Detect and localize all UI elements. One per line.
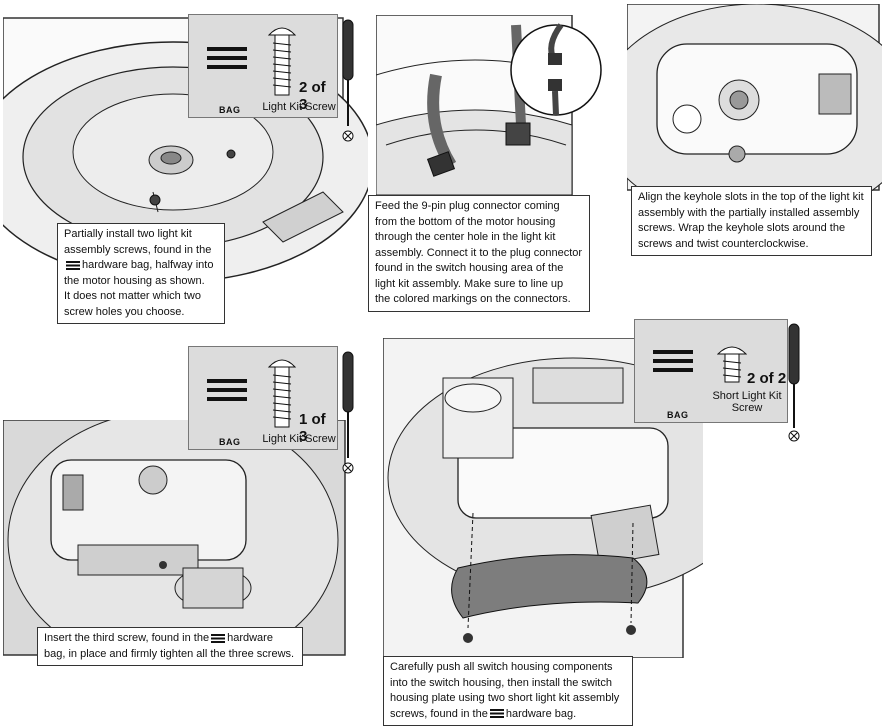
hardware-badge-light-kit-screw: BAG 2 of 3 Light Kit Screw [188,14,338,118]
screw-count: 1 of 3 [299,411,326,445]
step-connect-plug-illustration [376,15,611,200]
bag-label: BAG [667,410,689,420]
part-name: Light Kit Screw [262,433,336,445]
screw-icon [267,359,297,428]
step-align-keyhole-illustration [627,4,882,194]
bag-label: BAG [219,105,241,115]
step-switch-housing-illustration [383,338,703,658]
step-switch-housing-caption: Carefully push all switch housing compon… [383,656,633,726]
hardware-bag-icon [653,350,693,377]
short-screw-icon [717,346,747,383]
screwdriver-icon [342,351,354,474]
hardware-bag-icon [489,709,504,719]
step-third-screw-illustration [3,420,348,660]
step-align-keyhole-caption: Align the keyhole slots in the top of th… [631,186,872,256]
hardware-bag-icon [207,379,247,406]
screwdriver-icon [342,19,354,142]
screw-icon [267,27,297,96]
part-name: Short Light Kit Screw [712,390,782,414]
step-connect-plug-caption: Feed the 9-pin plug connector coming fro… [368,195,590,312]
bag-label: BAG [219,437,241,447]
screwdriver-icon [788,323,800,442]
part-name: Light Kit Screw [262,101,336,113]
hardware-bag-icon [207,47,247,74]
hardware-badge-short-light-kit-screw: BAG 2 of 2 Short Light Kit Screw [634,319,788,423]
hardware-bag-icon [211,633,226,643]
screw-count: 2 of 2 [747,370,787,387]
hardware-badge-light-kit-screw-2: BAG 1 of 3 Light Kit Screw [188,346,338,450]
hardware-bag-icon [66,260,80,270]
screw-count: 2 of 3 [299,79,326,113]
step-partial-install-caption: Partially install two light kit assembly… [57,223,225,324]
